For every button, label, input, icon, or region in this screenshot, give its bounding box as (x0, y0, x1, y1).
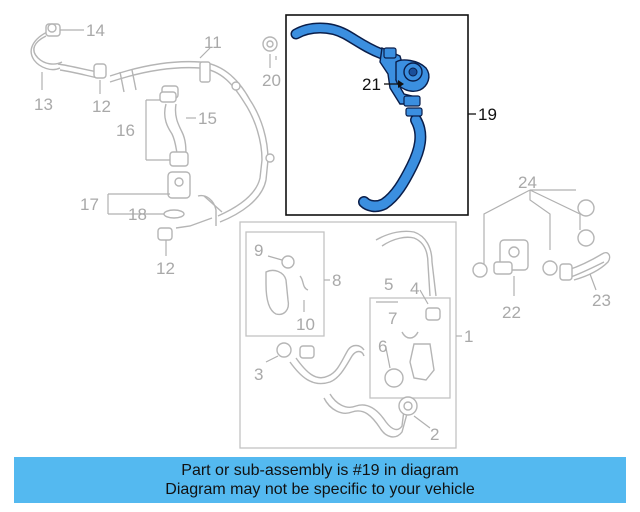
clamps-upper (41, 29, 278, 256)
callout-18: 18 (128, 205, 147, 224)
parts-diagram: 14 13 12 11 20 16 15 17 18 12 21 19 24 2… (30, 14, 611, 449)
info-banner: Part or sub-assembly is #19 in diagram D… (14, 457, 626, 503)
callout-24: 24 (518, 173, 537, 192)
callout-12b: 12 (156, 259, 175, 278)
callout-2: 2 (430, 425, 439, 444)
callout-23: 23 (592, 291, 611, 310)
callout-12a: 12 (92, 97, 111, 116)
group-22-24 (472, 189, 611, 296)
callout-10: 10 (296, 315, 315, 334)
callout-16: 16 (116, 121, 135, 140)
hose-15-group (145, 91, 189, 167)
callout-20: 20 (262, 71, 281, 90)
callout-1: 1 (464, 327, 473, 346)
callout-3: 3 (254, 365, 263, 384)
callout-5: 5 (384, 275, 393, 294)
sub-box-8 (245, 231, 325, 337)
callout-6: 6 (378, 337, 387, 356)
parts-lower (265, 230, 462, 438)
callout-4: 4 (410, 279, 419, 298)
callout-14: 14 (86, 21, 105, 40)
callout-19: 19 (478, 105, 497, 124)
callout-21: 21 (362, 75, 381, 94)
callout-15: 15 (198, 109, 217, 128)
hose-19-highlighted (290, 22, 430, 213)
fitting-17-group (107, 171, 223, 241)
callout-8: 8 (332, 271, 341, 290)
callout-11: 11 (204, 33, 222, 52)
callout-7: 7 (388, 309, 397, 328)
assembly-box-1 (239, 221, 457, 449)
banner-line-1: Part or sub-assembly is #19 in diagram (181, 462, 459, 479)
callout-13: 13 (34, 95, 53, 114)
highlight-box-19 (285, 14, 469, 216)
banner-line-2: Diagram may not be specific to your vehi… (165, 481, 475, 498)
callout-9: 9 (254, 241, 263, 260)
callout-22: 22 (502, 303, 521, 322)
pipe-11 (109, 60, 275, 223)
hose-13-group (30, 23, 107, 79)
callout-17: 17 (80, 195, 99, 214)
arrow-21-head (398, 80, 404, 88)
